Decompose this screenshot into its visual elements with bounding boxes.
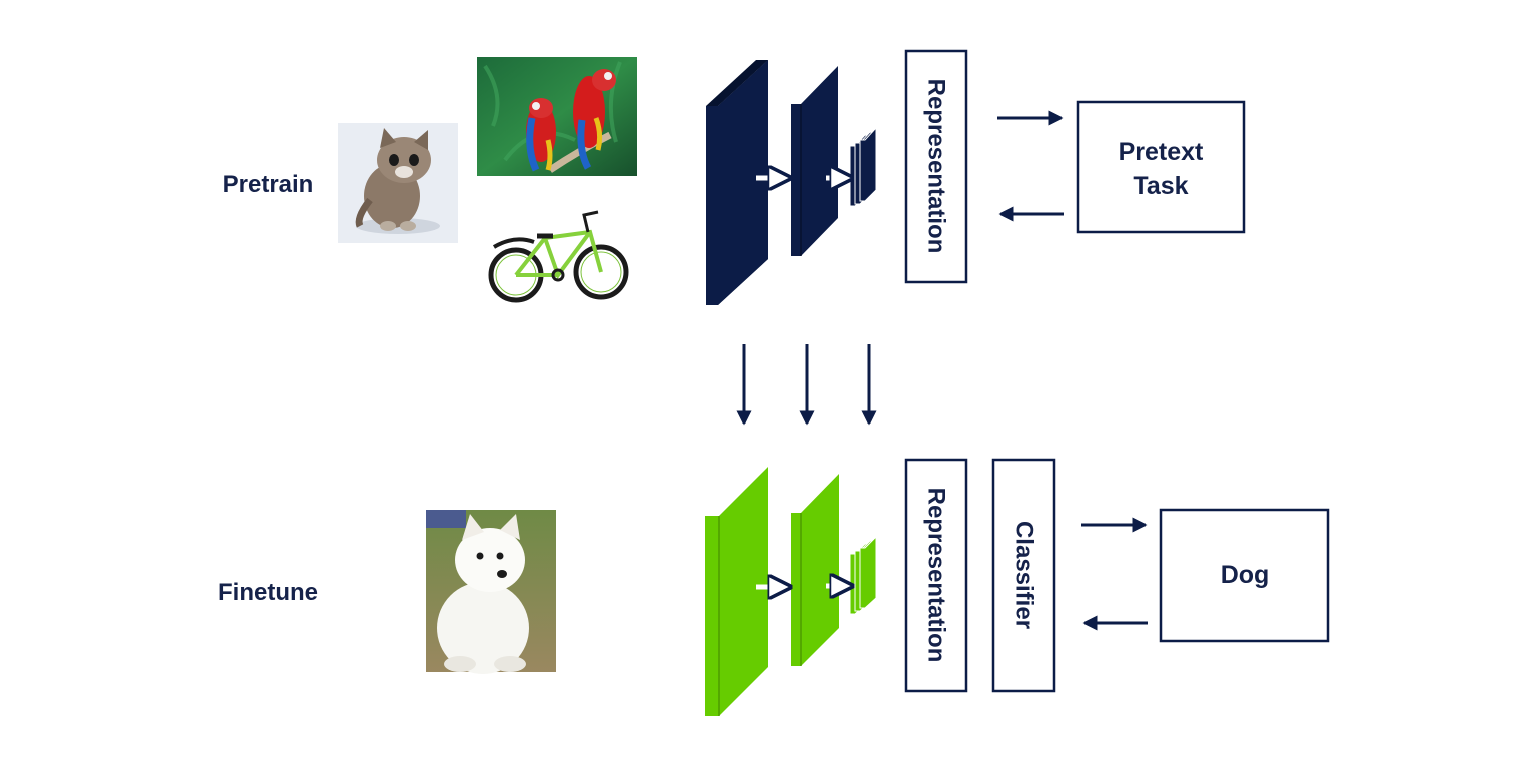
output-dog-label: Dog [1221,561,1270,589]
finetune-representation-box [904,458,968,693]
puppy-photo [426,510,556,674]
pretrain-label: Pretrain [223,171,314,198]
pretext-task-box [1076,100,1246,234]
finetune-conv-block-2 [791,474,839,666]
pretrain-conv-block-3 [849,126,877,207]
finetune-conv-block-1 [705,467,768,716]
pretrain-representation-label: Representation [923,79,950,254]
pretrain-conv-block-2 [791,66,838,256]
pretext-task-label-line2: Task [1133,172,1188,200]
kitten-photo [338,123,458,243]
classifier-box [991,458,1056,693]
pretrain-conv-block-1 [706,60,768,305]
finetune-label: Finetune [218,579,318,606]
finetune-conv-block-3 [849,535,877,615]
pretext-task-label-line1: Pretext [1119,138,1204,166]
finetune-representation-label: Representation [923,488,950,663]
classifier-label: Classifier [1011,521,1038,629]
pretrain-representation-box [904,49,968,284]
bicycle-photo [488,210,629,303]
output-dog-box [1159,508,1330,643]
parrots-photo [477,57,637,176]
